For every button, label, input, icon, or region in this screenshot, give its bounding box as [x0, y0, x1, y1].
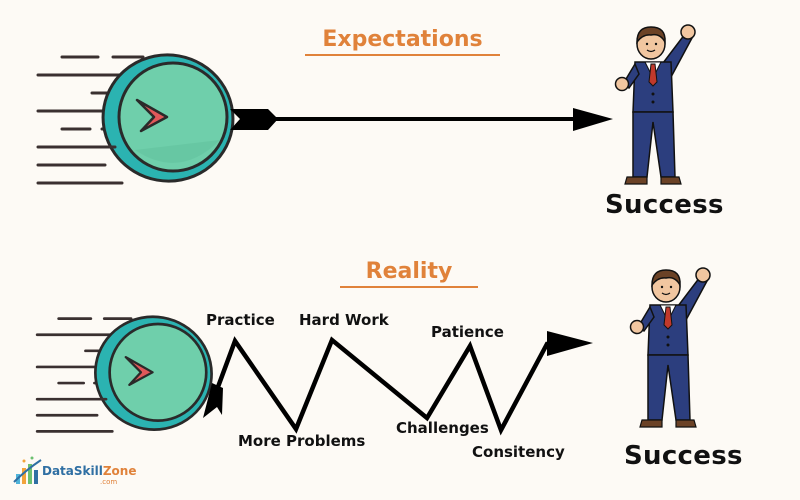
- expectations-heading-text: Expectations: [322, 27, 483, 52]
- logo-name-part1: DataSkill: [42, 464, 103, 478]
- milestone-hard-work: Hard Work: [299, 311, 389, 329]
- expectation-straight-arrow: [230, 108, 613, 131]
- celebrating-businessman-icon: [614, 24, 696, 185]
- milestone-challenges: Challenges: [396, 419, 489, 437]
- reality-success-label: Success: [624, 441, 743, 471]
- milestone-more-problems: More Problems: [238, 432, 366, 450]
- bar-chart-logo-icon: [13, 456, 42, 484]
- logo-wordmark: DataSkillZone: [42, 464, 137, 478]
- speeding-coin-icon: [35, 315, 213, 433]
- logo-name-part2: Zone: [102, 464, 137, 478]
- expectations-heading: Expectations: [305, 28, 500, 56]
- speeding-coin-icon: [36, 53, 235, 185]
- logo-suffix: .com: [100, 478, 118, 486]
- milestone-practice: Practice: [206, 311, 275, 329]
- milestone-consistency: Consitency: [472, 443, 565, 461]
- expectations-success-label: Success: [605, 190, 724, 220]
- dataskillzone-logo: DataSkillZone .com: [13, 454, 137, 490]
- milestone-patience: Patience: [431, 323, 504, 341]
- reality-heading: Reality: [340, 260, 478, 288]
- reality-heading-text: Reality: [365, 259, 453, 284]
- celebrating-businessman-icon: [629, 267, 711, 428]
- reality-zigzag-arrow: [203, 331, 593, 436]
